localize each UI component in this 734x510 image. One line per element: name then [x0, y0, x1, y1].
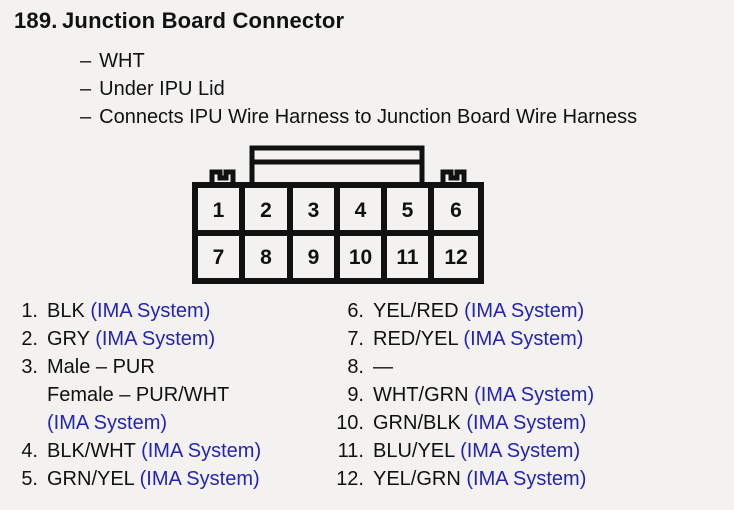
pin-entry-number: 10.	[336, 412, 364, 434]
pin-system-label: (IMA System)	[474, 384, 595, 406]
dash-bullet: –	[80, 50, 92, 72]
pin-cell-8: 8	[260, 246, 272, 269]
pin-entry-number: 4.	[21, 440, 38, 462]
pin-entry-number: 12.	[336, 468, 364, 490]
pin-entry-6: 6. YEL/RED (IMA System)	[334, 297, 734, 325]
pin-entry-number: 6.	[347, 300, 364, 322]
pin-wire-color: YEL/RED	[373, 300, 465, 322]
pin-entry-1: 1. BLK (IMA System)	[14, 297, 320, 325]
pin-entry-3: 3. Male – PUR Female – PUR/WHT (IMA Syst…	[14, 353, 320, 437]
pin-system-label: (IMA System)	[466, 412, 587, 434]
pin-entry-11: 11. BLU/YEL (IMA System)	[334, 437, 734, 465]
pin-cell-12: 12	[444, 246, 467, 269]
pin-wire-color: BLK/WHT	[47, 440, 142, 462]
dash-bullet: –	[80, 78, 92, 100]
connector-latch	[249, 145, 425, 186]
pin-list-left: 1. BLK (IMA System) 2. GRY (IMA System) …	[14, 297, 320, 493]
pin-entry-12: 12. YEL/GRN (IMA System)	[334, 465, 734, 493]
pin-entry-10: 10. GRN/BLK (IMA System)	[334, 409, 734, 437]
item-number: 189.	[14, 8, 58, 33]
pin-wire-male: Male – PUR	[47, 356, 155, 378]
pin-cell-1: 1	[213, 199, 225, 222]
pin-wire-color: GRY	[47, 328, 96, 350]
pin-entry-number: 11.	[337, 440, 364, 462]
pin-entry-9: 9. WHT/GRN (IMA System)	[334, 381, 734, 409]
pin-system-label: (IMA System)	[463, 328, 584, 350]
pin-system-label: (IMA System)	[466, 468, 587, 490]
connector-diagram: 1 2 3 4 5 6 7 8 9 10 11 12	[192, 145, 484, 284]
pin-wire-color: —	[373, 356, 393, 378]
pin-entry-5: 5. GRN/YEL (IMA System)	[14, 465, 320, 493]
pin-entry-number: 2.	[21, 328, 38, 350]
pin-cell-9: 9	[308, 246, 320, 269]
pin-entry-7: 7. RED/YEL (IMA System)	[334, 325, 734, 353]
pin-wire-color: GRN/BLK	[373, 412, 467, 434]
pin-cell-3: 3	[308, 199, 320, 222]
pin-entry-number: 7.	[347, 328, 364, 350]
pin-system-label: (IMA System)	[95, 328, 216, 350]
pin-system-label: (IMA System)	[141, 440, 262, 462]
pin-cell-7: 7	[213, 246, 225, 269]
pin-wire-color: WHT/GRN	[373, 384, 475, 406]
pin-system-label: (IMA System)	[464, 300, 585, 322]
pin-entry-number: 3.	[21, 356, 38, 378]
pin-system-label: (IMA System)	[460, 440, 581, 462]
pin-entry-number: 9.	[347, 384, 364, 406]
pin-entry-4: 4. BLK/WHT (IMA System)	[14, 437, 320, 465]
pin-wire-color: GRN/YEL	[47, 468, 140, 490]
pin-wire-color: BLU/YEL	[373, 440, 461, 462]
pin-cell-2: 2	[260, 199, 272, 222]
note-text: Under IPU Lid	[99, 78, 225, 100]
pin-wire-color: BLK	[47, 300, 91, 322]
page-title: 189. Junction Board Connector	[14, 8, 637, 34]
pin-system-label: (IMA System)	[90, 300, 211, 322]
header: 189. Junction Board Connector – WHT – Un…	[14, 8, 637, 131]
pin-wire-color: YEL/GRN	[373, 468, 467, 490]
note-text: WHT	[99, 50, 145, 72]
pin-description-lists: 1. BLK (IMA System) 2. GRY (IMA System) …	[14, 297, 734, 493]
connector-notch-right	[440, 169, 467, 186]
pin-wire-female: Female – PUR/WHT	[47, 384, 230, 406]
pin-wire-color: RED/YEL	[373, 328, 464, 350]
item-title: Junction Board Connector	[62, 8, 345, 33]
dash-bullet: –	[80, 106, 92, 128]
pin-cell-11: 11	[396, 246, 419, 269]
pin-wire-details: Male – PUR Female – PUR/WHT (IMA System)	[47, 353, 229, 437]
note-line: – WHT	[80, 47, 637, 75]
pin-cell-4: 4	[355, 199, 367, 222]
pin-system-label: (IMA System)	[139, 468, 260, 490]
note-line: – Connects IPU Wire Harness to Junction …	[80, 103, 637, 131]
note-line: – Under IPU Lid	[80, 75, 637, 103]
connector-notch-left	[209, 169, 236, 186]
pin-entry-8: 8. —	[334, 353, 734, 381]
pin-entry-2: 2. GRY (IMA System)	[14, 325, 320, 353]
pin-entry-number: 5.	[21, 468, 38, 490]
pin-list-right: 6. YEL/RED (IMA System) 7. RED/YEL (IMA …	[334, 297, 734, 493]
pin-system-label: (IMA System)	[47, 412, 168, 434]
pin-cell-6: 6	[450, 199, 462, 222]
pin-entry-number: 1.	[21, 300, 38, 322]
pin-cell-5: 5	[402, 199, 414, 222]
pin-entry-number: 8.	[347, 356, 364, 378]
pin-cell-10: 10	[349, 246, 372, 269]
note-list: – WHT – Under IPU Lid – Connects IPU Wir…	[80, 47, 637, 131]
note-text: Connects IPU Wire Harness to Junction Bo…	[99, 106, 638, 128]
